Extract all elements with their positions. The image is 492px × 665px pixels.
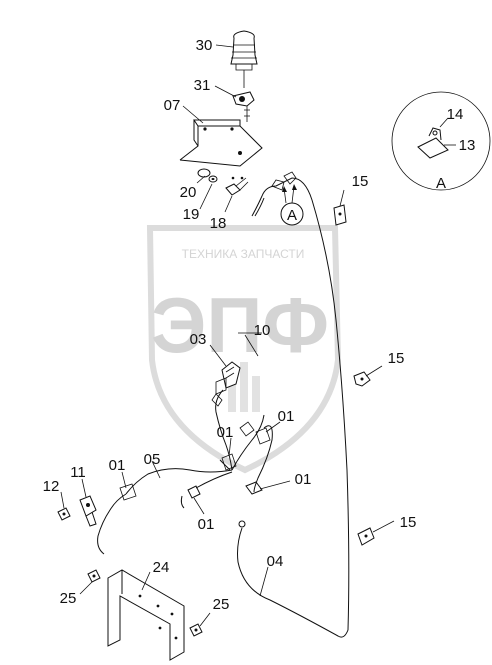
label-part-03: 03 xyxy=(190,331,207,348)
beacon-lamp xyxy=(230,30,258,88)
label-part-31: 31 xyxy=(194,77,211,94)
label-part-11: 11 xyxy=(70,464,86,481)
relay-bracket xyxy=(79,495,97,527)
label-part-01-left: 01 xyxy=(109,457,126,474)
label-part-18: 18 xyxy=(210,215,227,232)
detail-callout-a: A xyxy=(280,184,304,226)
label-part-01-mid: 01 xyxy=(295,471,312,488)
clip-lower xyxy=(357,527,375,546)
mounting-plate xyxy=(179,119,263,167)
watermark: ТЕХНИКА ЗАПЧАСТИ ЭПФ xyxy=(146,225,342,474)
label-part-01-right: 01 xyxy=(278,408,295,425)
label-part-10: 10 xyxy=(254,322,271,339)
bracket-plate xyxy=(107,569,185,661)
label-part-24: 24 xyxy=(153,559,170,576)
label-part-15-mid: 15 xyxy=(388,350,405,367)
label-part-15-low: 15 xyxy=(400,514,417,531)
detail-callout-a-label: A xyxy=(287,207,297,224)
label-part-19: 19 xyxy=(183,206,200,223)
main-harness xyxy=(97,389,273,555)
label-part-15-top: 15 xyxy=(352,173,369,190)
detail-view-a-label: A xyxy=(436,175,446,192)
label-part-20: 20 xyxy=(180,184,197,201)
watermark-brand-text: ТЕХНИКА ЗАПЧАСТИ xyxy=(182,247,305,261)
bolt xyxy=(225,177,249,196)
switch-assembly xyxy=(215,332,262,395)
label-part-25-left: 25 xyxy=(60,590,77,607)
detail-part-13: 13 xyxy=(459,137,476,154)
clip-top xyxy=(333,204,347,226)
screw-12 xyxy=(57,507,71,521)
washer-stack xyxy=(197,168,218,183)
label-part-25-right: 25 xyxy=(213,596,230,613)
label-part-01-low: 01 xyxy=(198,516,215,533)
detail-part-14: 14 xyxy=(447,106,464,123)
label-part-07: 07 xyxy=(164,97,181,114)
watermark-logo-text: ЭПФ xyxy=(151,281,329,369)
screw-25-left xyxy=(87,569,101,583)
label-part-30: 30 xyxy=(196,37,213,54)
lamp-bracket xyxy=(232,91,255,122)
label-part-04: 04 xyxy=(267,553,284,570)
label-part-05: 05 xyxy=(144,451,161,468)
label-part-12: 12 xyxy=(43,478,60,495)
label-part-01-center: 01 xyxy=(217,424,234,441)
screw-25-right xyxy=(189,623,203,637)
lamp-harness xyxy=(237,171,350,638)
clip-middle xyxy=(353,371,371,387)
callout-labels: 30 31 07 20 19 18 15 15 15 03 10 01 01 0… xyxy=(43,37,417,613)
detail-view-a: 14 13 A xyxy=(391,91,491,192)
